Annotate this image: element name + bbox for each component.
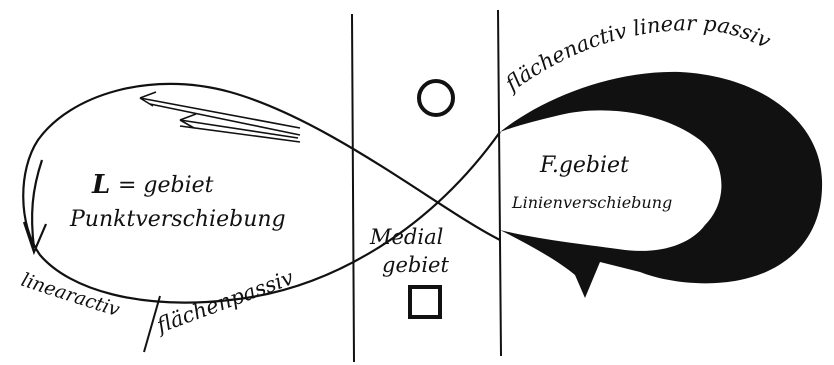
circle-symbol-icon [419, 81, 453, 115]
l-region-subtitle: Punktverschiebung [69, 207, 286, 232]
right-divider [498, 10, 501, 356]
thin-arrows-group [140, 92, 300, 142]
l-region-letter: L [91, 170, 110, 200]
bottom-left-label-1: linearactiv [18, 269, 122, 321]
square-symbol-icon [410, 287, 440, 317]
l-region-title: = gebiet [118, 173, 214, 198]
medial-label-line2: gebiet [382, 253, 449, 277]
medial-label-line1: Medial [369, 225, 443, 249]
thin-arrow-1-icon [140, 98, 300, 128]
right-lobe-inner [505, 124, 715, 247]
f-region-title: F.gebiet [539, 153, 629, 178]
left-divider [352, 14, 354, 362]
f-region-subtitle: Linienverschiebung [511, 193, 672, 212]
